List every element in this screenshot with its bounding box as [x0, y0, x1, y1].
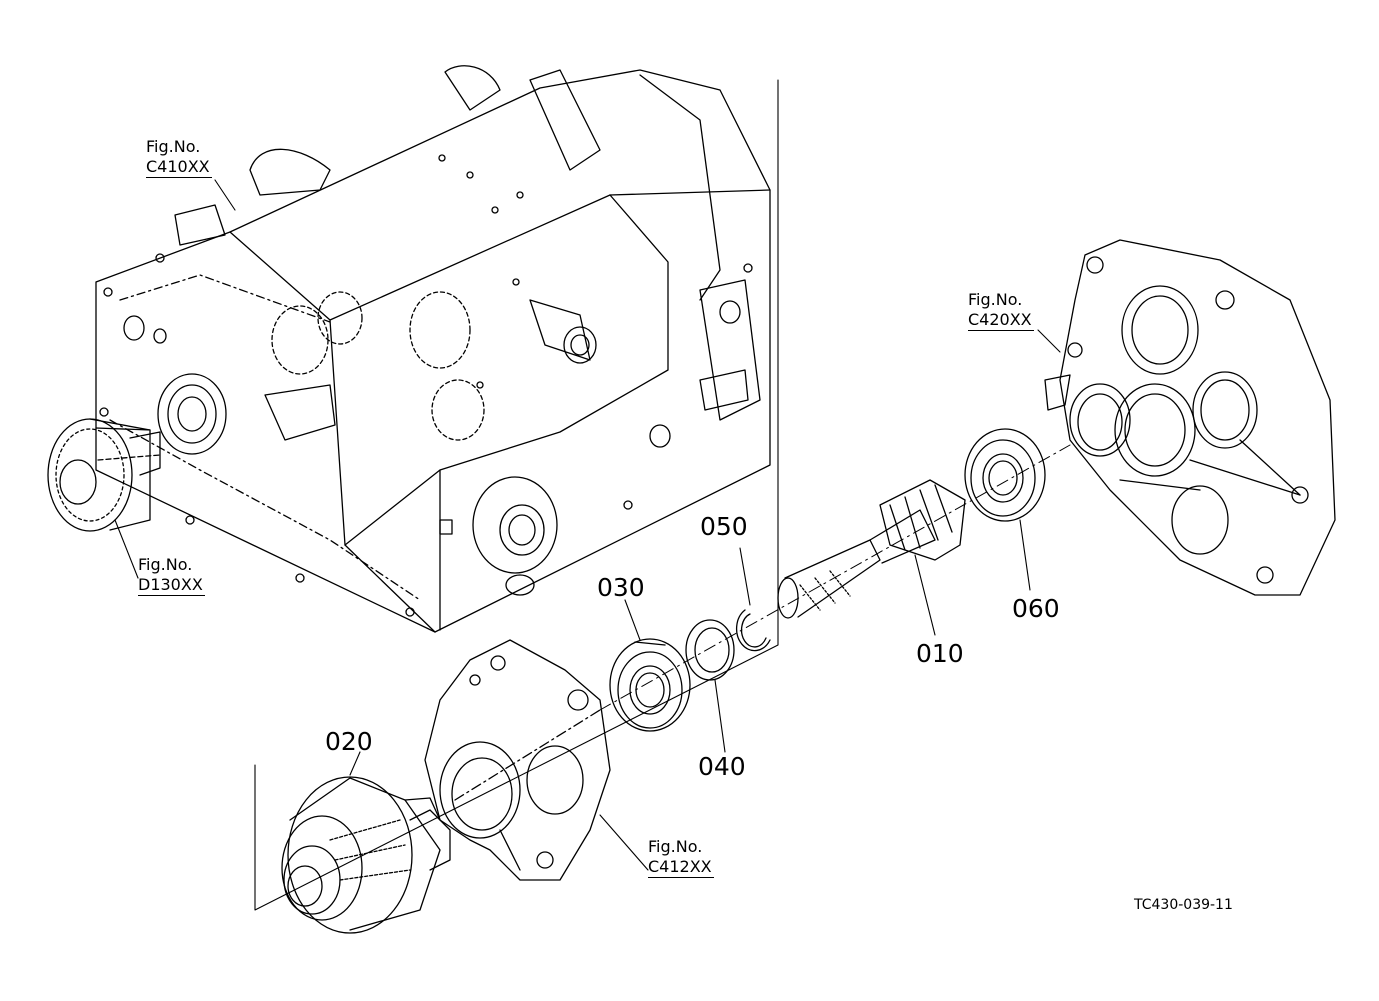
input-gear-drawing [47, 418, 161, 532]
fig-ref-c410-prefix: Fig.No. [146, 137, 201, 156]
fig-ref-d130-code[interactable]: D130XX [138, 575, 205, 596]
callout-030[interactable]: 030 [597, 573, 645, 602]
callout-060[interactable]: 060 [1012, 594, 1060, 623]
callout-010[interactable]: 010 [916, 639, 964, 668]
part-030-drawing [609, 638, 691, 732]
drawing-id: TC430-039-11 [1134, 897, 1233, 913]
housing-plate-drawing [1044, 239, 1336, 596]
fig-ref-c420-prefix: Fig.No. [968, 290, 1023, 309]
fig-ref-c410-code[interactable]: C410XX [146, 157, 212, 178]
callout-020[interactable]: 020 [325, 727, 373, 756]
part-010-drawing [777, 479, 966, 619]
fig-ref-c412-prefix: Fig.No. [648, 837, 703, 856]
fig-ref-d130[interactable]: Fig.No. D130XX [138, 555, 205, 596]
leader-lines [114, 179, 1061, 871]
transmission-case-drawing [95, 65, 771, 633]
callout-050[interactable]: 050 [700, 512, 748, 541]
bracket-housing-drawing [424, 639, 611, 881]
part-060-drawing [964, 428, 1046, 522]
part-040-drawing [685, 619, 735, 681]
fig-ref-c410[interactable]: Fig.No. C410XX [146, 137, 212, 178]
fig-ref-c420-code[interactable]: C420XX [968, 310, 1034, 331]
fig-ref-c412[interactable]: Fig.No. C412XX [648, 837, 714, 878]
callout-040[interactable]: 040 [698, 752, 746, 781]
part-020-drawing [281, 776, 451, 934]
fig-ref-d130-prefix: Fig.No. [138, 555, 193, 574]
part-050-drawing [735, 609, 771, 652]
fig-ref-c420[interactable]: Fig.No. C420XX [968, 290, 1034, 331]
fig-ref-c412-code[interactable]: C412XX [648, 857, 714, 878]
